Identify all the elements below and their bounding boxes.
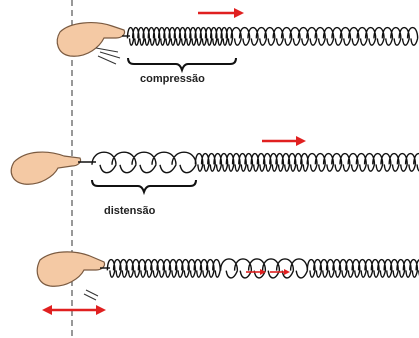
arrow-right-icon	[262, 136, 306, 146]
panel-compression: compressão	[56, 8, 419, 85]
small-arrow-icon	[246, 269, 290, 275]
spring-coil-segment	[126, 26, 234, 46]
extension-label: distensão	[104, 205, 156, 217]
compression-label: compressão	[140, 73, 205, 85]
extension-brace	[91, 179, 197, 196]
spring-coil-segment	[91, 151, 197, 174]
panel-extension: distensão	[10, 136, 419, 217]
hand-icon	[56, 22, 126, 65]
hand-icon	[10, 151, 82, 185]
spring-coil	[122, 26, 419, 46]
spring-coil-segment	[230, 26, 419, 46]
spring-coil	[100, 258, 419, 279]
spring-coil-segment	[306, 152, 419, 172]
spring-coil	[78, 151, 419, 174]
arrow-left-right-icon	[42, 305, 106, 315]
spring-coil-segment	[194, 152, 309, 172]
hand-icon	[36, 251, 106, 301]
spring-coil-segment	[106, 258, 221, 278]
spring-coil-segment	[306, 258, 419, 278]
arrow-right-icon	[198, 8, 244, 18]
compression-brace	[127, 57, 237, 74]
spring-coil-segment	[219, 258, 309, 279]
panel-oscillation	[36, 251, 419, 315]
